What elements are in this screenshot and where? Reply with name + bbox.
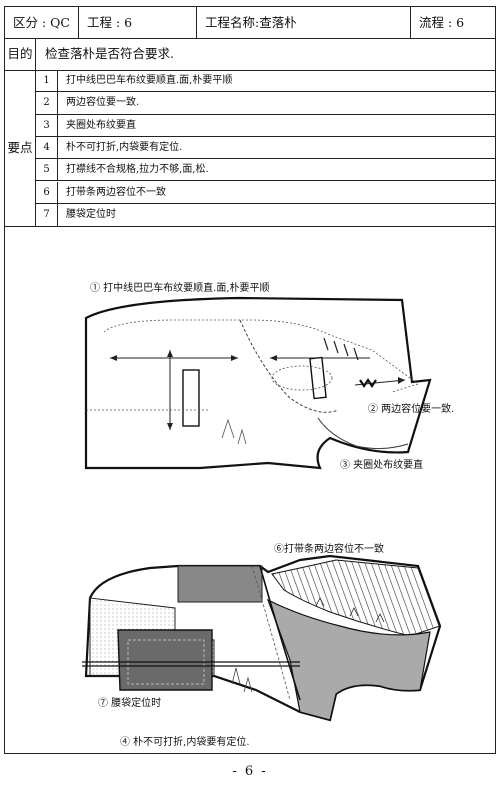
process-cell: 工程 : 6 <box>79 7 197 38</box>
key-points-section: 要点 1 打中线巴巴车布纹要顺直.面,朴要平顺 2 两边容位要一致. 3 夹圈处… <box>5 70 495 227</box>
garment-illustrations <box>82 296 442 722</box>
caption-6: ⑥打带条两边容位不一致 <box>274 544 384 555</box>
key-point-text: 打中线巴巴车布纹要顺直.面,朴要平顺 <box>66 75 233 86</box>
qc-sheet: 区分 : QC 工程 : 6 工程名称:查落朴 流程 : 6 目的 检查落朴是否… <box>4 6 496 754</box>
key-point-item: 7 腰袋定位时 <box>36 203 495 227</box>
process-name-cell: 工程名称:查落朴 <box>197 7 411 38</box>
key-point-number: 4 <box>36 136 58 159</box>
zone-cell: 区分 : QC <box>5 7 79 38</box>
key-points-label: 要点 <box>5 70 36 226</box>
key-point-item: 4 朴不可打折,内袋要有定位. <box>36 136 495 160</box>
key-point-item: 2 两边容位要一致. <box>36 92 495 115</box>
key-point-item: 6 打带条两边容位不一致 <box>36 181 495 204</box>
key-point-text: 夹圈处布纹要直 <box>66 119 136 131</box>
key-point-text: 朴不可打折,内袋要有定位. <box>66 141 183 153</box>
key-point-number: 1 <box>36 70 58 92</box>
key-point-number: 5 <box>36 159 58 181</box>
caption-4: ④ 朴不可打折,内袋要有定位. <box>120 737 250 748</box>
key-point-text: 打襟线不合规格,拉力不够,面,松. <box>66 164 209 176</box>
caption-7: ⑦ 腰袋定位时 <box>98 698 162 709</box>
key-point-item: 1 打中线巴巴车布纹要顺直.面,朴要平顺 <box>36 70 495 93</box>
purpose-row: 目的 检查落朴是否符合要求. <box>5 38 495 71</box>
key-point-number: 3 <box>36 114 58 136</box>
key-point-number: 2 <box>36 92 58 114</box>
key-point-item: 5 打襟线不合规格,拉力不够,面,松. <box>36 159 495 182</box>
key-point-text: 腰袋定位时 <box>66 208 116 220</box>
caption-2: ② 两边容位要一致. <box>368 404 455 415</box>
purpose-label: 目的 <box>5 38 36 70</box>
key-point-number: 6 <box>36 181 58 203</box>
caption-1: ① 打中线巴巴车布纹要顺直.面,朴要平顺 <box>90 283 270 294</box>
key-point-text: 打带条两边容位不一致 <box>66 186 166 198</box>
purpose-text: 检查落朴是否符合要求. <box>45 46 174 61</box>
key-point-text: 两边容位要一致. <box>66 97 140 109</box>
flow-cell: 流程 : 6 <box>419 15 465 30</box>
key-point-number: 7 <box>36 203 58 227</box>
key-point-item: 3 夹圈处布纹要直 <box>36 114 495 137</box>
front-panel-diagram <box>84 296 432 470</box>
caption-3: ③ 夹圈处布纹要直 <box>340 460 424 471</box>
back-panel-diagram <box>82 554 442 722</box>
page-number: - 6 - <box>232 764 268 779</box>
header-row: 区分 : QC 工程 : 6 工程名称:查落朴 流程 : 6 <box>5 7 495 39</box>
